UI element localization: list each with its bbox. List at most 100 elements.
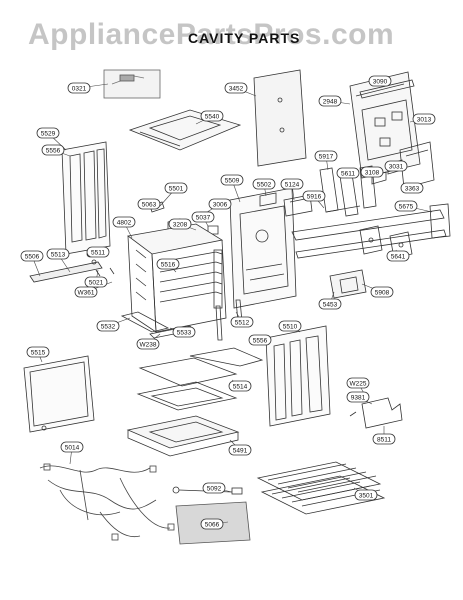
part-number-label: 5014 — [65, 445, 80, 452]
part-callout: 5916 — [302, 190, 326, 202]
callout-bubble — [200, 518, 224, 530]
part-callout: 2948 — [318, 95, 342, 107]
part-number-label: 5532 — [101, 324, 116, 331]
part-number-label: 3501 — [359, 493, 374, 500]
part-callout: 5514 — [228, 380, 252, 392]
callout-bubble — [36, 127, 60, 139]
part-callout: 3452 — [224, 82, 248, 94]
callout-bubble — [372, 433, 396, 445]
part-callout: 5014 — [60, 441, 84, 453]
callout-bubble — [41, 144, 65, 156]
callout-bubble — [20, 250, 44, 262]
callout-bubble — [200, 110, 224, 122]
callout-bubble — [112, 216, 136, 228]
part-number-label: 5908 — [375, 290, 390, 297]
callout-bubble — [314, 150, 338, 162]
part-number-label: 5453 — [323, 302, 338, 309]
part-callout: 8511 — [372, 433, 396, 445]
callout-bubble — [228, 444, 252, 456]
part-callout: 4802 — [112, 216, 136, 228]
callout-bubble — [368, 75, 392, 87]
part-callout: 5513 — [46, 248, 70, 260]
part-callout: 5510 — [278, 320, 302, 332]
part-number-label: 3452 — [229, 86, 244, 93]
callout-bubble — [400, 182, 424, 194]
part-callout: 5124 — [280, 178, 304, 190]
part-door-hinge — [349, 397, 403, 429]
part-rear-panel — [349, 71, 421, 179]
part-callout: 3006 — [208, 198, 232, 210]
callout-bubble — [394, 200, 418, 212]
callout-bubble — [230, 316, 254, 328]
part-callout: 5491 — [228, 444, 252, 456]
callout-bubble — [26, 346, 50, 358]
callout-bubble — [60, 441, 84, 453]
part-callout: 5453 — [318, 298, 342, 310]
callout-bubble — [136, 338, 160, 350]
callout-bubble — [202, 482, 226, 494]
callout-bubble — [84, 276, 108, 288]
part-number-label: W238 — [140, 342, 157, 349]
part-callout: 5532 — [96, 320, 120, 332]
part-callout: W225 — [346, 377, 370, 389]
callout-bubble — [96, 320, 120, 332]
callout-bubble — [336, 167, 360, 179]
callout-bubble — [346, 391, 370, 403]
part-wire-harness — [39, 463, 175, 541]
callout-bubble — [168, 218, 192, 230]
part-long-rails — [291, 203, 451, 259]
parts-drawing — [23, 69, 451, 545]
part-number-label: 5556 — [253, 338, 268, 345]
part-callout: 5509 — [220, 174, 244, 186]
part-callout: 5066 — [200, 518, 224, 530]
part-callout: 5511 — [86, 246, 110, 258]
part-number-label: 3013 — [417, 117, 432, 124]
part-number-label: 5509 — [225, 178, 240, 185]
callout-bubble — [252, 178, 276, 190]
part-door-glass — [23, 355, 95, 433]
part-number-label: 5611 — [341, 171, 355, 178]
part-number-label: 3208 — [173, 222, 188, 229]
callout-bubble — [280, 178, 304, 190]
part-number-label: W361 — [78, 290, 95, 297]
part-number-label: 5556 — [46, 148, 61, 155]
part-number-label: 5515 — [31, 350, 46, 357]
part-callout: 5092 — [202, 482, 226, 494]
callout-bubble — [86, 246, 110, 258]
part-callout: 3501 — [354, 489, 378, 501]
part-number-label: 5516 — [161, 262, 176, 269]
diagram-title: CAVITY PARTS — [188, 30, 301, 46]
callout-bubble — [386, 250, 410, 262]
part-callout: 5529 — [36, 127, 60, 139]
part-oven-racks — [256, 461, 386, 515]
part-callout: 5917 — [314, 150, 338, 162]
callout-bubble — [318, 298, 342, 310]
part-number-label: 5641 — [391, 254, 406, 261]
part-callout: W361 — [74, 286, 98, 298]
part-callout: 3090 — [368, 75, 392, 87]
callout-bubble — [354, 489, 378, 501]
callout-bubble — [360, 166, 384, 178]
part-callout: 5641 — [386, 250, 410, 262]
part-callout: 3013 — [412, 113, 436, 125]
part-callout: 5908 — [370, 286, 394, 298]
part-number-label: 5675 — [399, 204, 414, 211]
callout-bubble — [346, 377, 370, 389]
callout-bubble — [278, 320, 302, 332]
part-number-label: 5916 — [307, 194, 322, 201]
callout-bubble — [318, 95, 342, 107]
callout-bubble — [74, 286, 98, 298]
part-number-label: 5511 — [91, 250, 105, 257]
part-number-label: 5529 — [41, 131, 56, 138]
part-number-label: 5514 — [233, 384, 248, 391]
callout-bubble — [224, 82, 248, 94]
part-callout: 5611 — [336, 167, 360, 179]
part-callout: 5556 — [248, 334, 272, 346]
part-number-label: 5021 — [89, 280, 104, 287]
part-callout: 3208 — [168, 218, 192, 230]
part-callout: 5515 — [26, 346, 50, 358]
callout-bubble — [302, 190, 326, 202]
callout-bubble — [220, 174, 244, 186]
part-number-label: 5037 — [196, 215, 211, 222]
